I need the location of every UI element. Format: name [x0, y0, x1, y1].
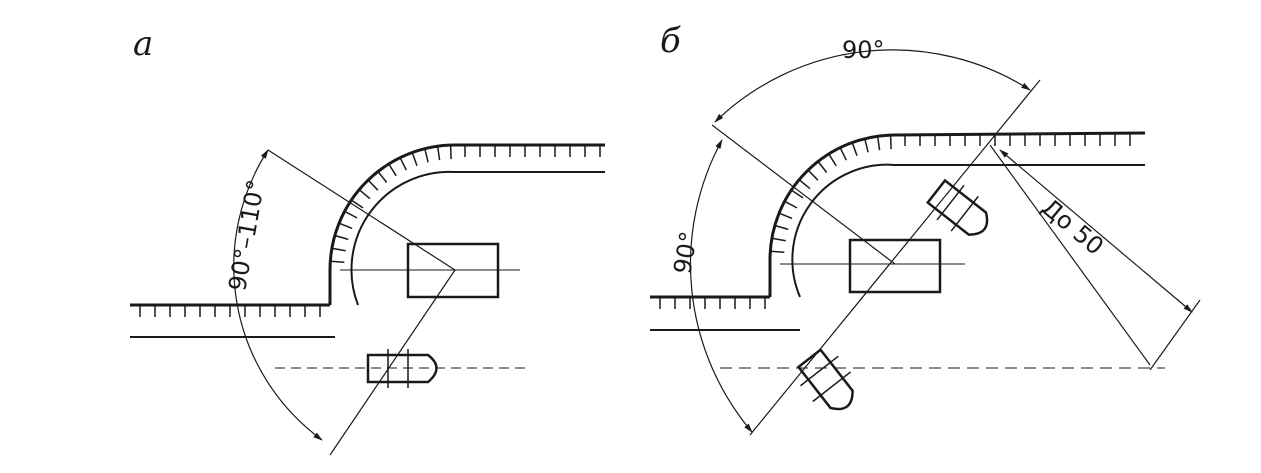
quay-tick	[367, 179, 379, 191]
diagonal-left-b	[711, 124, 896, 265]
distance-dim-b	[999, 149, 1193, 313]
distance-ext-b	[1149, 299, 1201, 371]
quay-tick	[778, 212, 793, 220]
vessel-b-lower	[796, 347, 854, 411]
vessel-a	[275, 349, 525, 388]
quay-tick	[889, 135, 892, 150]
diagonal-right-b	[989, 144, 1151, 366]
quay-tick	[828, 153, 837, 167]
vessel-b-upper	[925, 178, 989, 236]
quay-tick	[851, 142, 858, 156]
quay-lower-a	[130, 303, 335, 338]
quay-tick	[338, 222, 353, 230]
panel-b-label: б	[660, 21, 681, 61]
quay-tick	[771, 237, 786, 242]
angle-arc-top-b	[714, 49, 1031, 123]
panel-a-label: а	[133, 24, 153, 64]
angle-top-label-b: 90°	[842, 36, 885, 64]
diagonal-main-b	[749, 79, 1041, 436]
quay-tick	[876, 136, 881, 151]
quay-tick	[399, 157, 407, 171]
quay-tick	[817, 161, 828, 173]
radial-line-a	[267, 149, 456, 271]
quay-tick	[358, 189, 371, 200]
swing-line-a	[329, 269, 456, 456]
quay-tick	[377, 171, 388, 183]
quay-tick	[331, 247, 346, 252]
quay-tick	[807, 169, 819, 181]
panel-b: б	[650, 21, 1201, 436]
quay-tick	[774, 224, 789, 231]
quay-tick	[334, 234, 349, 241]
quay-tick	[790, 189, 804, 199]
quay-tick	[839, 147, 847, 161]
quay-tick	[449, 145, 452, 160]
quay-tick	[424, 148, 429, 163]
quay-tick	[436, 146, 441, 161]
angle-arc-a	[233, 149, 323, 441]
quay-curve-b	[768, 131, 1146, 298]
quay-curve-a	[328, 143, 605, 306]
quay-tick	[350, 199, 364, 209]
quay-lower-b	[650, 295, 800, 331]
distance-label-b: До 50	[1036, 193, 1109, 260]
angle-label-a: 90°–110°	[223, 178, 270, 294]
quay-tick	[798, 179, 811, 190]
angle-left-label-b: 90°	[668, 229, 703, 276]
quay-tick	[770, 250, 785, 254]
turntable-box-b	[848, 238, 942, 294]
panel-a: а 90°–110°	[130, 24, 605, 456]
quay-tick	[388, 163, 397, 177]
quay-tick	[330, 260, 345, 264]
quay-tick	[344, 210, 358, 219]
quay-tick	[411, 152, 418, 166]
angle-arc-left-b	[689, 139, 753, 433]
quay-tick	[784, 200, 798, 209]
quay-tick	[864, 138, 869, 153]
